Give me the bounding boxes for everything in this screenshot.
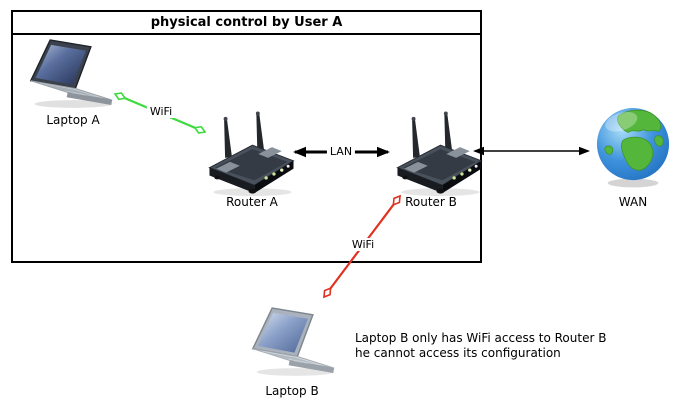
annotation-line1: Laptop B only has WiFi access to Router … — [355, 331, 607, 345]
wifi-a-link-label: WiFi — [146, 105, 176, 118]
router-a-icon — [203, 111, 298, 201]
wan-link-router-b-wan — [473, 146, 590, 156]
physical-control-group-box: physical control by User A — [11, 10, 482, 263]
laptop-a-label: Laptop A — [46, 113, 100, 127]
wifi-b-link-label: WiFi — [348, 238, 378, 251]
wan-label: WAN — [618, 195, 648, 209]
laptop-b-label: Laptop B — [265, 384, 319, 398]
annotation-line2: he cannot access its configuration — [355, 346, 561, 360]
lan-link-label: LAN — [326, 145, 356, 158]
router-b-icon — [391, 111, 486, 201]
router-b-label: Router B — [405, 195, 457, 209]
annotation-note: Laptop B only has WiFi access to Router … — [355, 331, 606, 361]
wan-globe-icon — [595, 104, 671, 194]
laptop-b-icon — [247, 304, 339, 381]
group-box-title: physical control by User A — [13, 12, 480, 35]
router-a-label: Router A — [226, 195, 278, 209]
laptop-a-icon — [25, 36, 117, 113]
